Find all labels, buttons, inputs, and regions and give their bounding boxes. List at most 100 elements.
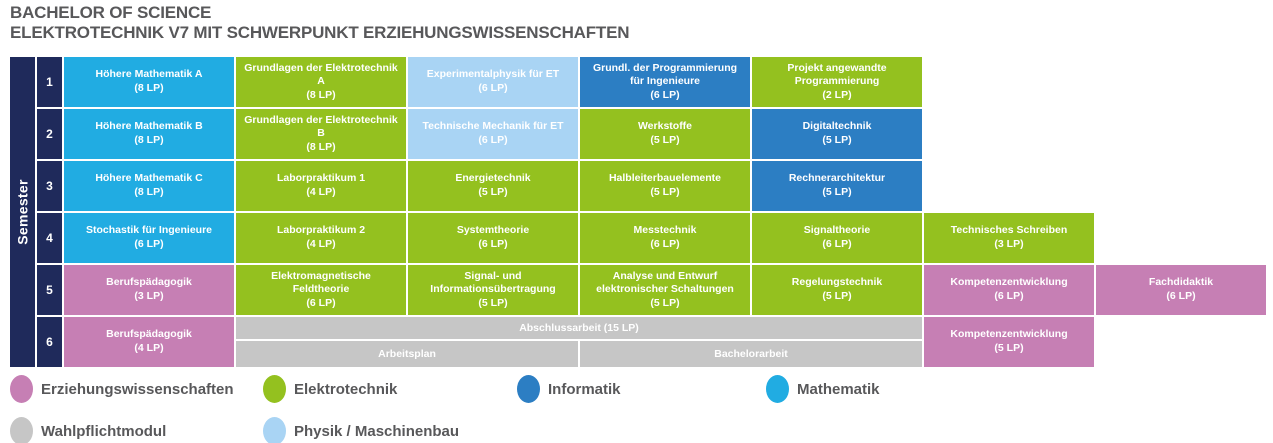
module-name: Signal- und Informationsübertragung (430, 269, 556, 296)
module-name: Werkstoffe (637, 120, 693, 133)
module-credits: (5 LP) (650, 134, 680, 146)
legend-label: Erziehungswissenschaften (41, 380, 234, 398)
module-name: Höhere Mathematik B (95, 120, 203, 133)
semester-number: 1 (37, 57, 62, 107)
legend-label: Elektrotechnik (294, 380, 398, 398)
legend-item-erziehungswissenschaften: Erziehungswissenschaften (10, 375, 234, 403)
semester-axis-label: Semester (10, 57, 35, 367)
module-cell: Energietechnik(5 LP) (408, 161, 578, 211)
module-credits: (5 LP) (650, 186, 680, 198)
module-credits: (6 LP) (478, 82, 508, 94)
legend-item-wahlpflichtmodul: Wahlpflichtmodul (10, 417, 166, 443)
module-name: Laborpraktikum 1 (276, 172, 366, 185)
module-name: Energietechnik (455, 172, 531, 185)
module-credits: (6 LP) (134, 238, 164, 250)
title-line-1: BACHELOR OF SCIENCE (10, 3, 212, 22)
legend-color-dot (517, 375, 540, 403)
module-cell: Werkstoffe(5 LP) (580, 109, 750, 159)
module-name: Fachdidaktik (1148, 276, 1214, 289)
module-name: Systemtheorie (456, 224, 530, 237)
module-credits: (6 LP) (478, 134, 508, 146)
module-cell: Halbleiterbauelemente(5 LP) (580, 161, 750, 211)
module-cell: Höhere Mathematik A(8 LP) (64, 57, 234, 107)
semester-number: 3 (37, 161, 62, 211)
module-name: Berufspädagogik (106, 276, 192, 289)
module-credits: (6 LP) (994, 290, 1024, 302)
module-cell: Technisches Schreiben(3 LP) (924, 213, 1094, 263)
legend-label: Physik / Maschinenbau (294, 422, 460, 440)
legend-item-elektrotechnik: Elektrotechnik (263, 375, 397, 403)
module-cell: Signaltheorie(6 LP) (752, 213, 922, 263)
module-cell: Höhere Mathematik C(8 LP) (64, 161, 234, 211)
thesis-title: Abschlussarbeit (15 LP) (236, 317, 922, 339)
module-credits: (4 LP) (306, 238, 336, 250)
semester-number: 6 (37, 317, 62, 367)
module-credits: (8 LP) (306, 88, 336, 101)
module-cell: Projekt angewandte Programmierung(2 LP) (752, 57, 922, 107)
semester-number: 2 (37, 109, 62, 159)
module-cell: Laborpraktikum 2(4 LP) (236, 213, 406, 263)
legend-color-dot (10, 375, 33, 403)
module-name: Technische Mechanik für ET (422, 120, 564, 133)
module-credits: (5 LP) (650, 296, 680, 309)
module-cell: Digitaltechnik(5 LP) (752, 109, 922, 159)
module-cell: Regelungstechnik(5 LP) (752, 265, 922, 315)
module-credits: (5 LP) (478, 186, 508, 198)
legend-item-physik_maschinenbau: Physik / Maschinenbau (263, 417, 459, 443)
module-name: Rechnerarchitektur (788, 172, 886, 185)
module-name: Stochastik für Ingenieure (85, 224, 213, 237)
legend-color-dot (766, 375, 789, 403)
title-line-2: ELEKTROTECHNIK V7 MIT SCHWERPUNKT ERZIEH… (10, 23, 630, 42)
module-cell: Systemtheorie(6 LP) (408, 213, 578, 263)
thesis-part-label: Bachelorarbeit (580, 341, 922, 367)
legend-color-dot (263, 417, 286, 443)
module-credits: (5 LP) (822, 186, 852, 198)
module-cell: Fachdidaktik(6 LP) (1096, 265, 1266, 315)
module-name: Laborpraktikum 2 (276, 224, 366, 237)
module-name: Messtechnik (633, 224, 697, 237)
module-credits: (8 LP) (134, 186, 164, 198)
module-cell: Grundlagen der Elektrotechnik B(8 LP) (236, 109, 406, 159)
page-title: BACHELOR OF SCIENCE ELEKTROTECHNIK V7 MI… (10, 3, 630, 43)
legend-label: Informatik (548, 380, 621, 398)
module-cell: Höhere Mathematik B(8 LP) (64, 109, 234, 159)
module-cell: Grundl. der Programmierung für Ingenieur… (580, 57, 750, 107)
module-name: Projekt angewandte Programmierung (787, 61, 887, 88)
module-credits: (6 LP) (650, 88, 680, 101)
module-name: Signaltheorie (803, 224, 871, 237)
module-credits: (6 LP) (650, 238, 680, 250)
module-cell: Stochastik für Ingenieure(6 LP) (64, 213, 234, 263)
module-name: Elektromagnetische Feldtheorie (271, 269, 371, 296)
module-name: Grundlagen der Elektrotechnik B (244, 113, 398, 140)
module-name: Höhere Mathematik C (95, 172, 203, 185)
module-cell: Signal- und Informationsübertragung(5 LP… (408, 265, 578, 315)
module-credits: (4 LP) (306, 186, 336, 198)
module-credits: (6 LP) (822, 238, 852, 250)
module-name: Technisches Schreiben (950, 224, 1068, 237)
module-cell: Messtechnik(6 LP) (580, 213, 750, 263)
module-credits: (8 LP) (134, 82, 164, 94)
legend-color-dot (10, 417, 33, 443)
module-name: Halbleiterbauelemente (608, 172, 722, 185)
module-credits: (8 LP) (134, 134, 164, 146)
module-name: Kompetenzentwicklung (950, 328, 1068, 341)
module-name: Analyse und Entwurf elektronischer Schal… (596, 269, 734, 296)
module-name: Höhere Mathematik A (95, 68, 203, 81)
module-credits: (5 LP) (994, 342, 1024, 354)
module-cell: Berufspädagogik(3 LP) (64, 265, 234, 315)
module-credits: (2 LP) (822, 88, 852, 101)
module-name: Regelungstechnik (791, 276, 883, 289)
module-credits: (5 LP) (822, 134, 852, 146)
module-credits: (3 LP) (994, 238, 1024, 250)
module-name: Grundlagen der Elektrotechnik A (244, 61, 398, 88)
legend: Erziehungswissenschaften Elektrotechnik In… (0, 372, 1273, 443)
module-credits: (4 LP) (134, 342, 164, 354)
semester-number: 4 (37, 213, 62, 263)
module-name: Experimentalphysik für ET (426, 68, 560, 81)
legend-color-dot (263, 375, 286, 403)
module-name: Berufspädagogik (106, 328, 192, 341)
module-cell: Kompetenzentwicklung(5 LP) (924, 317, 1094, 367)
module-credits: (5 LP) (478, 296, 508, 309)
